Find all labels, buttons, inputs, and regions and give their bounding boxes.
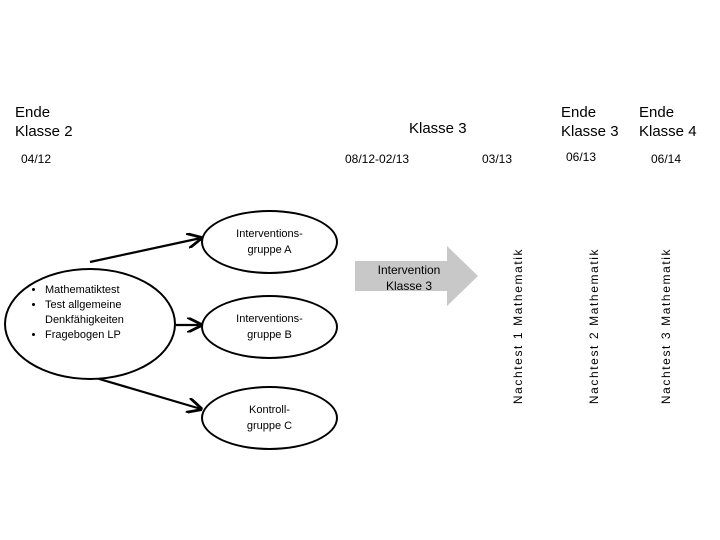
posttest-2-label: Nachtest 2 Mathematik	[587, 247, 601, 405]
group-c-ellipse: Kontroll- gruppe C	[201, 386, 338, 450]
date-08-12-02-13: 08/12-02/13	[345, 152, 410, 166]
group-a-label: Interventions- gruppe A	[236, 228, 303, 256]
pretest-item-teacher-questionnaire: Fragebogen LP	[45, 328, 174, 343]
pretest-item-general-reasoning: Test allgemeine Denkfähigkeiten	[45, 298, 174, 328]
group-b-label: Interventions- gruppe B	[236, 313, 303, 341]
group-b-ellipse: Interventions- gruppe B	[201, 295, 338, 359]
pretest-ellipse	[4, 268, 176, 380]
header-end-grade-3: Ende Klasse 3	[561, 104, 619, 140]
arrow-to-group-c	[95, 376, 201, 409]
pretest-list: Mathematiktest Test allgemeine Denkfähig…	[34, 283, 174, 343]
group-c-label: Kontroll- gruppe C	[246, 404, 293, 432]
date-04-12: 04/12	[21, 152, 52, 166]
posttest-1-label: Nachtest 1 Mathematik	[511, 247, 525, 405]
date-06-14: 06/14	[651, 152, 682, 166]
date-03-13: 03/13	[482, 152, 513, 166]
posttest-3-label: Nachtest 3 Mathematik	[659, 247, 673, 405]
intervention-label: Intervention Klasse 3	[377, 263, 441, 293]
pretest-item-math-test: Mathematiktest	[45, 283, 174, 298]
date-06-13: 06/13	[566, 150, 597, 164]
intervention-arrow-shape	[355, 246, 478, 306]
header-end-grade-2: Ende Klasse 2	[15, 104, 73, 140]
header-end-grade-4: Ende Klasse 4	[639, 104, 697, 140]
group-a-ellipse: Interventions- gruppe A	[201, 210, 338, 274]
header-grade-3: Klasse 3	[409, 120, 467, 137]
arrow-to-group-a	[89, 238, 201, 264]
